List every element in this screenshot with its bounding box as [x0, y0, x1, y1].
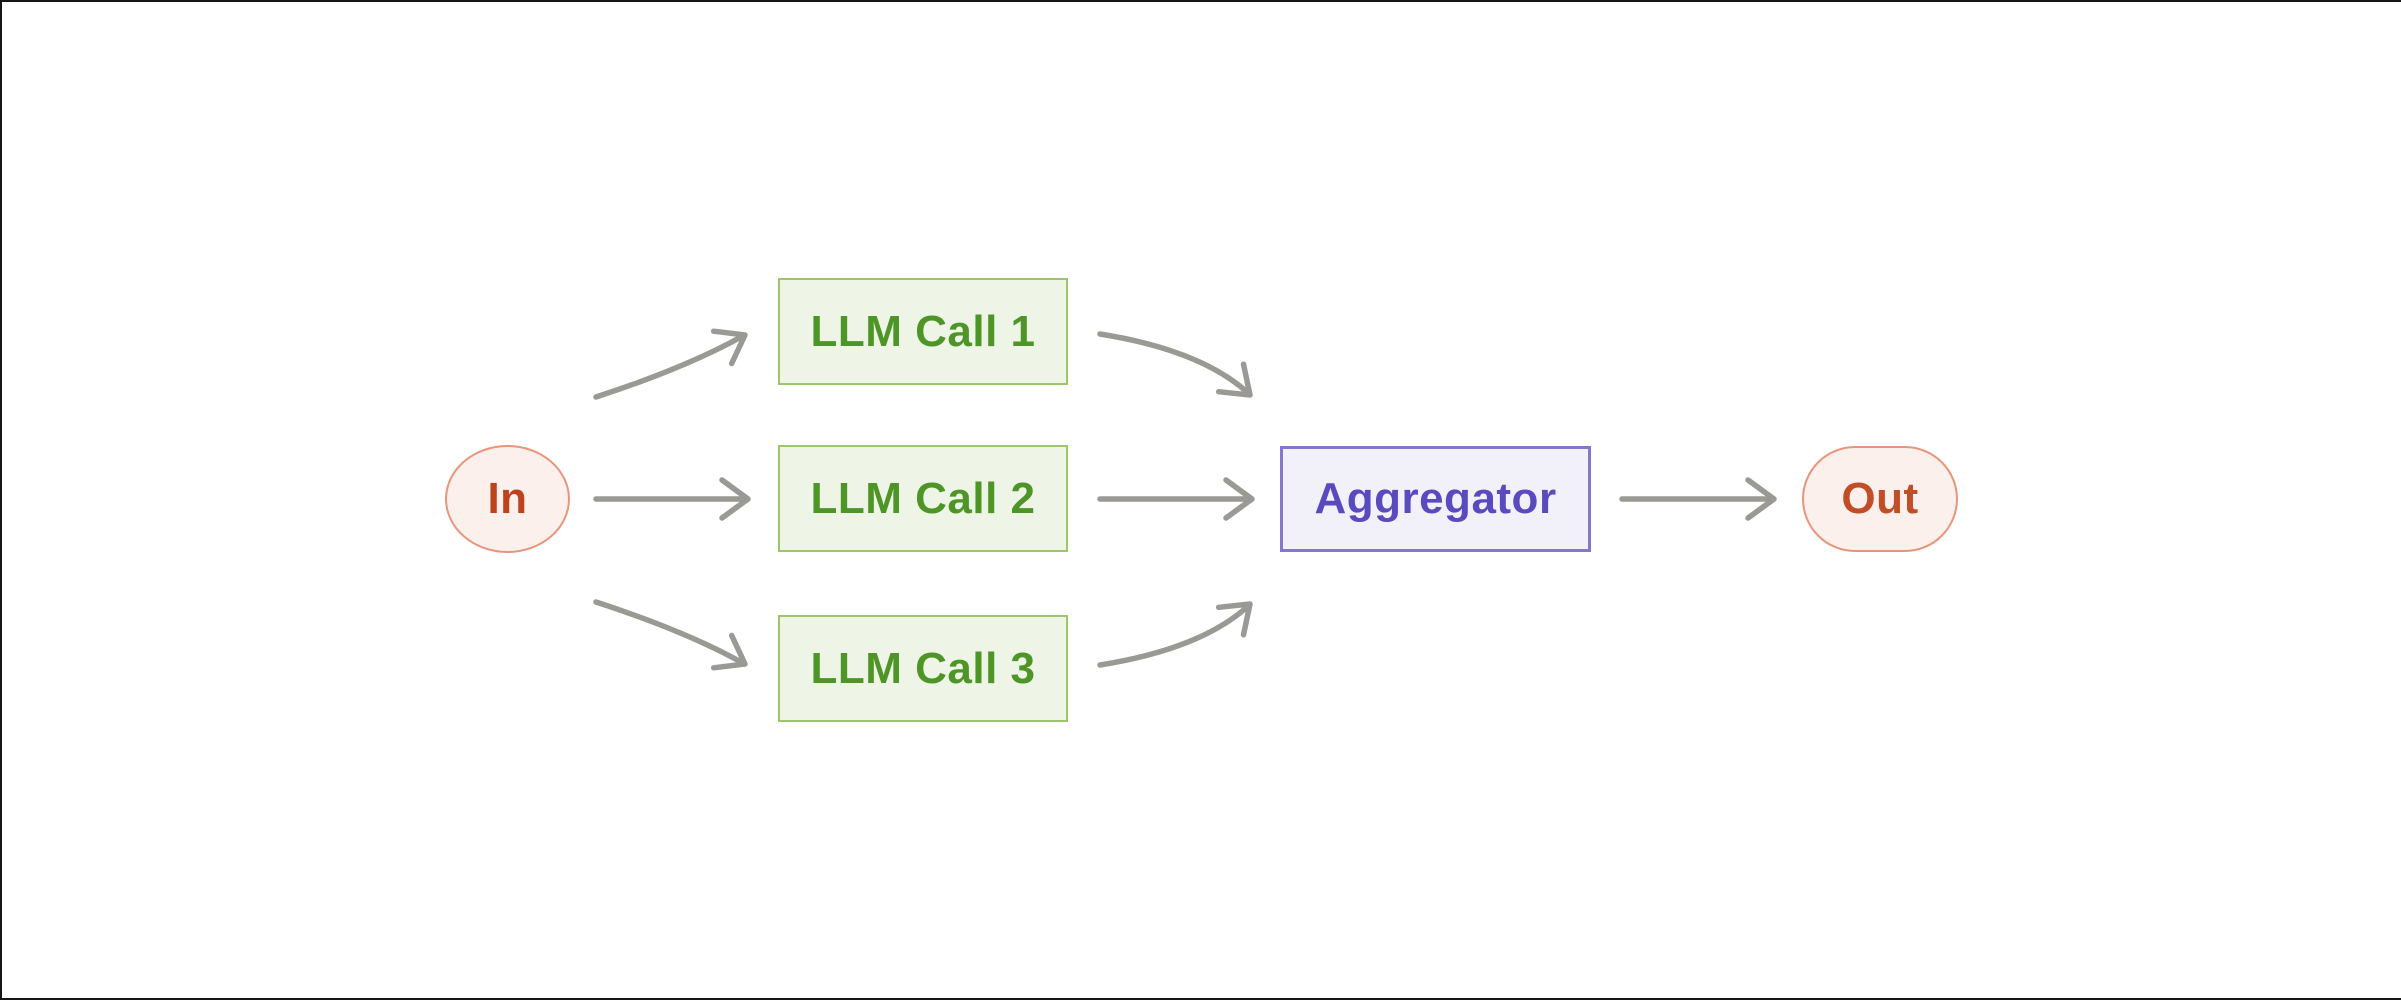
node-llm-call-2: LLM Call 2 [778, 445, 1068, 552]
node-aggregator-label: Aggregator [1314, 474, 1557, 523]
frame-top-line [0, 0, 2401, 2]
edge-aggregator-to-out-arrowhead-icon [1745, 477, 1777, 521]
node-in: In [445, 445, 570, 553]
node-llm-call-1: LLM Call 1 [778, 278, 1068, 385]
frame-left-line [0, 0, 2, 1000]
node-out-label: Out [1841, 474, 1919, 523]
edge-llm-call-1-to-aggregator [1097, 331, 1250, 395]
edge-llm-call-1-to-aggregator-arrowhead-icon [1215, 361, 1253, 398]
edge-llm-call-3-to-aggregator-arrowhead-icon [1215, 601, 1253, 638]
node-llm-call-2-label: LLM Call 2 [810, 473, 1036, 523]
node-llm-call-1-label: LLM Call 1 [810, 306, 1036, 356]
edge-in-to-llm-call-3 [593, 599, 744, 665]
edge-llm-call-3-to-aggregator [1097, 604, 1250, 668]
node-llm-call-3-label: LLM Call 3 [810, 643, 1036, 693]
edge-in-to-llm-call-1-arrowhead-icon [710, 328, 748, 367]
node-llm-call-3: LLM Call 3 [778, 615, 1068, 722]
node-out: Out [1802, 446, 1958, 552]
frame-bottom-line [0, 998, 2401, 1000]
edge-llm-call-2-to-aggregator-arrowhead-icon [1223, 477, 1255, 521]
edges-group [593, 328, 1777, 671]
node-aggregator: Aggregator [1280, 446, 1591, 552]
node-in-label: In [487, 474, 528, 523]
edge-in-to-llm-call-3-arrowhead-icon [710, 632, 748, 671]
edge-in-to-llm-call-1 [593, 334, 744, 400]
edge-in-to-llm-call-2-arrowhead-icon [719, 477, 751, 521]
